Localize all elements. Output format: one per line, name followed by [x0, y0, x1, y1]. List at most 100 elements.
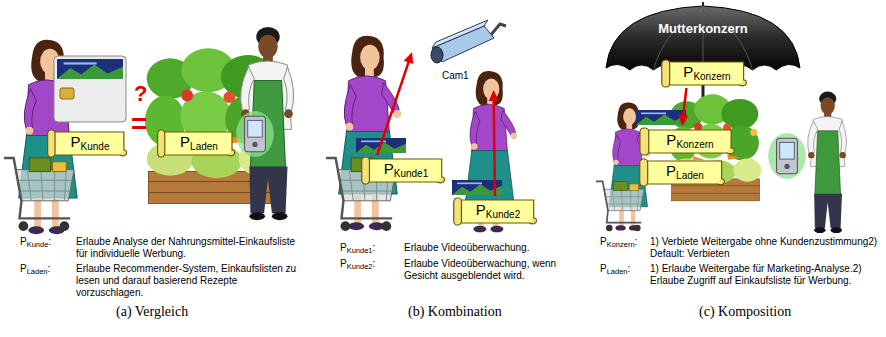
- policy-term: PKunde:: [20, 236, 76, 260]
- red-arrow: [377, 52, 413, 155]
- term-colon: :: [373, 242, 376, 253]
- scroll-sheet: [644, 161, 721, 184]
- policy-term: PLaden:: [600, 263, 650, 287]
- scroll-label: PLaden: [660, 162, 704, 182]
- scroll-curl: [739, 80, 746, 86]
- subfigure-caption: (b) Kombination: [408, 304, 502, 320]
- policy-subscript: Konzern: [607, 240, 635, 249]
- arrow-head: [489, 90, 499, 101]
- arrow-shaft: [494, 99, 495, 196]
- policy-subscript: Kunde2: [347, 262, 373, 271]
- policy-text: Erlaube Analyse der Nahrungsmittel-Einka…: [76, 236, 304, 260]
- customer-card: [54, 56, 126, 122]
- question-mark: ?: [134, 82, 147, 106]
- scroll-curl: [717, 179, 724, 185]
- policy-subscript: Kunde1: [347, 246, 373, 255]
- policy-description: PLaden:1) Erlaube Weitergabe für Marketi…: [600, 263, 882, 287]
- scroll-roll: [640, 128, 649, 155]
- pda-device: [768, 133, 806, 179]
- subfigure-caption: (a) Vergleich: [116, 304, 188, 320]
- policy-symbol: P: [600, 263, 607, 274]
- policy-line: Erlaube Analyse der Nahrungsmittel-Einka…: [76, 236, 295, 259]
- policy-symbol: P: [180, 133, 190, 150]
- red-arrow: [489, 90, 499, 196]
- scroll-roll: [454, 198, 462, 225]
- scroll-sheet: [52, 132, 124, 155]
- policy-description: PLaden: Erlaube Recommender-System, Einka…: [20, 263, 304, 299]
- scroll-sheet: [458, 200, 534, 223]
- policy-symbol: P: [20, 263, 27, 274]
- scroll-label: PKunde1: [378, 160, 429, 180]
- scroll-curl: [726, 148, 734, 154]
- shopping-cart: [4, 158, 74, 231]
- scroll-roll: [640, 159, 648, 186]
- policy-symbol: P: [600, 236, 607, 247]
- policy-line: Erlaube Videoüberwachung.: [404, 242, 529, 253]
- policy-text: Erlaube Videoüberwachung, wenn Gesicht a…: [404, 258, 572, 282]
- scroll-curl: [529, 218, 536, 224]
- scroll-sheet: [666, 62, 743, 85]
- camera-label: Cam1: [442, 70, 469, 82]
- scroll-roll: [362, 157, 370, 184]
- camera-mount: [490, 24, 506, 36]
- policy-subscript: Laden: [27, 267, 48, 276]
- scroll-sheet: [162, 132, 232, 155]
- umbrella-canopy-fill: [606, 6, 800, 70]
- camera-icon: Cam1: [412, 14, 508, 90]
- scroll-label: PKunde: [65, 133, 110, 153]
- scroll-label: PLaden: [174, 133, 218, 153]
- policy-text: 1) Erlaube Weitergabe für Marketing-Anal…: [650, 263, 882, 287]
- policy-description: PKunde1:Erlaube Videoüberwachung.: [340, 242, 572, 255]
- scroll-label: PKonzern: [677, 63, 730, 83]
- policy-line: 1) Verbiete Weitergabe ohne Kundenzustim…: [650, 236, 868, 247]
- policy-text: 1) Verbiete Weitergabe ohne Kundenzustim…: [650, 236, 882, 260]
- policy-scroll: PKunde2: [452, 196, 538, 226]
- scroll-sheet: [366, 159, 442, 182]
- policy-symbol: P: [384, 160, 394, 177]
- policy-symbol: P: [20, 236, 27, 247]
- arrow-head: [404, 52, 413, 64]
- term-colon: :: [48, 263, 51, 274]
- policy-subscript: Laden: [676, 170, 704, 181]
- camera-top: [432, 20, 488, 48]
- term-colon: :: [373, 258, 376, 269]
- policy-text: Erlaube Recommender-System, Einkaufslist…: [76, 263, 304, 299]
- policy-description: PKonzern:1) Verbiete Weitergabe ohne Kun…: [600, 236, 882, 260]
- subfigure-caption: (c) Komposition: [699, 304, 791, 320]
- policy-scroll: PKunde1: [360, 155, 446, 185]
- policy-subscript: Kunde: [27, 240, 49, 249]
- policy-scroll: PKonzern: [638, 126, 736, 156]
- scroll-curl: [437, 177, 444, 183]
- scroll-roll: [662, 60, 670, 87]
- policy-term: PKonzern:: [600, 236, 650, 260]
- policy-scroll: PKunde: [46, 128, 128, 158]
- policy-subscript: Laden: [190, 141, 218, 152]
- camera-lens: [431, 47, 443, 63]
- arrow-shaft: [377, 61, 409, 155]
- policy-line: 1) Erlaube Weitergabe für Marketing-Anal…: [650, 263, 853, 274]
- policy-subscript: Kunde2: [486, 209, 520, 220]
- scroll-curl: [228, 150, 235, 156]
- shopping-cart: [596, 181, 644, 231]
- term-colon: :: [635, 236, 638, 247]
- panel-c-drawing: [596, 70, 846, 233]
- policy-subscript: Laden: [607, 267, 628, 276]
- policy-line: Erlaube Recommender-System, Einkaufslist…: [76, 263, 296, 298]
- shopkeeper: [808, 92, 847, 233]
- policy-subscript: Kunde: [81, 141, 110, 152]
- policy-line: Erlaube Videoüberwachung, wenn Gesicht a…: [404, 258, 556, 281]
- scroll-sheet: [645, 130, 731, 153]
- red-arrow: [678, 88, 688, 126]
- scroll-label: PKonzern: [660, 131, 713, 151]
- scroll-roll: [158, 130, 165, 157]
- policy-symbol: P: [666, 131, 676, 148]
- policy-description: PKunde:Erlaube Analyse der Nahrungsmitte…: [20, 236, 304, 260]
- umbrella-label: Mutterkonzern: [658, 21, 748, 37]
- policy-symbol: P: [476, 201, 486, 218]
- shopping-cart: [326, 158, 396, 231]
- scroll-curl: [120, 150, 127, 156]
- policy-symbol: P: [71, 133, 81, 150]
- umbrella-tip: [702, 2, 704, 6]
- arrow-head: [678, 115, 688, 126]
- policy-scroll: PKonzern: [660, 58, 748, 88]
